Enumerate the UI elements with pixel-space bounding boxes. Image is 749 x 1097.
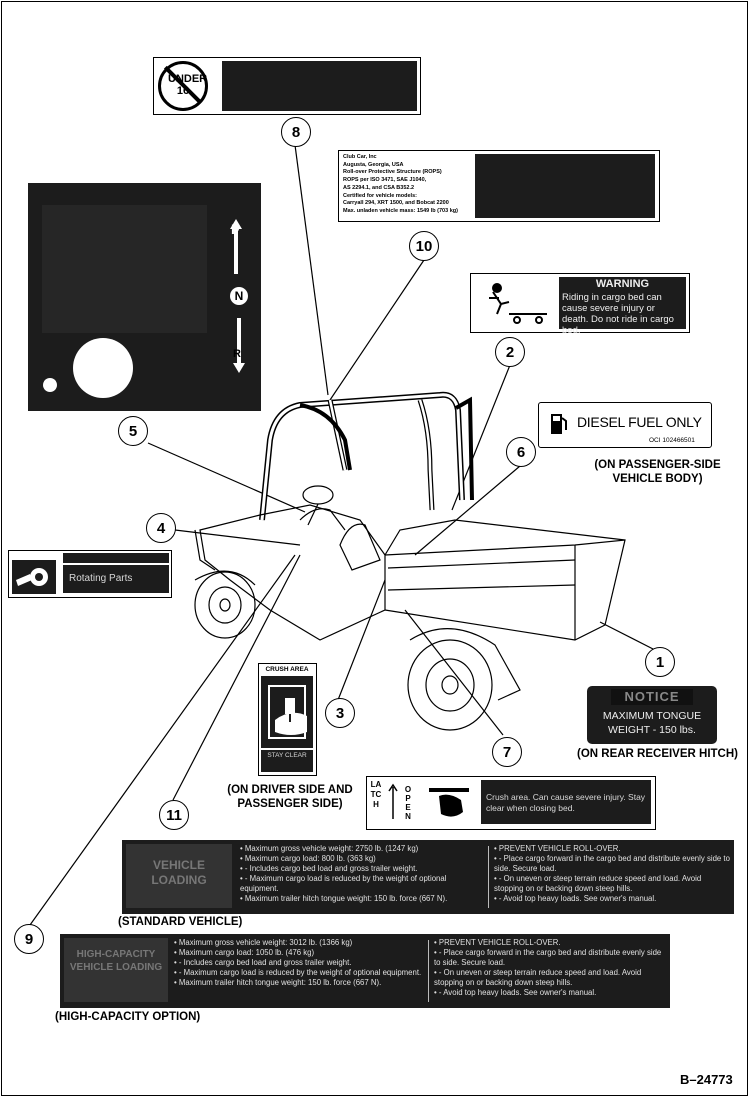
rotating-parts-text: Rotating Parts — [63, 565, 169, 593]
reverse-label: R — [233, 348, 241, 360]
rotating-parts-icon — [12, 560, 56, 594]
crush-area-footer: STAY CLEAR — [261, 750, 313, 762]
rollover-warning-text — [42, 205, 207, 333]
cargo-warning-heading: WARNING — [559, 277, 686, 291]
forward-arrow-icon — [229, 219, 243, 274]
high-capacity-rollover-list: PREVENT VEHICLE ROLL-OVER. - Place cargo… — [434, 938, 666, 998]
driver-passenger-caption: (ON DRIVER SIDE AND PASSENGER SIDE) — [227, 784, 353, 810]
reverse-arrow-icon — [232, 318, 246, 373]
fuel-pump-icon — [549, 412, 569, 436]
callout-11: 11 — [159, 800, 189, 830]
rotating-parts-decal: Rotating Parts — [8, 550, 172, 598]
standard-vehicle-caption: (STANDARD VEHICLE) — [118, 916, 243, 928]
high-capacity-loading-left-list: Maximum gross vehicle weight: 3012 lb. (… — [174, 938, 426, 988]
callout-1: 1 — [645, 647, 675, 677]
callout-10: 10 — [409, 231, 439, 261]
rollover-dash-panel-decal: F N R — [28, 183, 261, 411]
cargo-warning-text: Riding in cargo bed can cause severe inj… — [559, 291, 686, 336]
open-label: OPEN — [404, 785, 412, 821]
under-16-warning-text — [222, 61, 417, 111]
crush-area-code-strip — [261, 762, 313, 772]
high-capacity-loading-badge: HIGH-CAPACITY VEHICLE LOADING — [64, 938, 168, 1002]
rops-certification-decal: Club Car, Inc Augusta, Georgia, USA Roll… — [338, 150, 660, 222]
crush-area-heading: CRUSH AREA — [259, 664, 315, 675]
rider-falling-icon — [479, 280, 549, 326]
figure-id: B–24773 — [680, 1072, 733, 1087]
high-capacity-loading-decal: HIGH-CAPACITY VEHICLE LOADING Maximum gr… — [60, 934, 670, 1008]
standard-rollover-list: PREVENT VEHICLE ROLL-OVER. - Place cargo… — [494, 844, 730, 904]
standard-loading-left-list: Maximum gross vehicle weight: 2750 lb. (… — [240, 844, 486, 904]
callout-3: 3 — [325, 698, 355, 728]
callout-9: 9 — [14, 924, 44, 954]
callout-6: 6 — [506, 437, 536, 467]
neutral-label: N — [230, 287, 248, 305]
rear-hitch-caption: (ON REAR RECEIVER HITCH) — [576, 748, 738, 760]
standard-loading-decal: VEHICLE LOADING Maximum gross vehicle we… — [122, 840, 734, 914]
diesel-fuel-text: DIESEL FUEL ONLY — [577, 414, 702, 430]
latch-label: LATCH — [370, 780, 382, 809]
high-capacity-caption: (HIGH-CAPACITY OPTION) — [55, 1011, 201, 1023]
diesel-decal-code: OCI 102466501 — [649, 437, 695, 444]
passenger-side-caption: (ON PASSENGER-SIDE VEHICLE BODY) — [594, 459, 721, 485]
callout-4: 4 — [146, 513, 176, 543]
callout-2: 2 — [495, 337, 525, 367]
under-16-decal: UNDER 16 — [153, 57, 421, 115]
tongue-weight-text: MAXIMUM TONGUE WEIGHT - 150 lbs. — [602, 710, 702, 736]
callout-8: 8 — [281, 117, 311, 147]
rotating-parts-header — [63, 553, 169, 563]
standard-loading-badge: VEHICLE LOADING — [126, 844, 232, 908]
callout-7: 7 — [492, 737, 522, 767]
crush-area-decal: CRUSH AREA STAY CLEAR — [258, 663, 317, 776]
no-under-16-icon: UNDER 16 — [158, 61, 208, 111]
crush-hand-icon — [261, 676, 313, 748]
latch-crush-decal: LATCH OPEN Crush area. Can cause severe … — [366, 776, 656, 830]
rops-certification-text: Club Car, Inc Augusta, Georgia, USA Roll… — [343, 154, 458, 214]
tongue-notice-heading: NOTICE — [611, 689, 693, 705]
latch-crush-text: Crush area. Can cause severe injury. Sta… — [481, 790, 651, 824]
indicator-opening — [43, 378, 57, 392]
callout-5: 5 — [118, 416, 148, 446]
latch-header-strip — [481, 780, 651, 790]
hand-crush-icon — [427, 780, 477, 826]
latch-arrow-icon — [387, 783, 399, 823]
cargo-bed-warning-decal: WARNING Riding in cargo bed can cause se… — [470, 273, 690, 336]
rops-warning-text — [475, 154, 655, 218]
diesel-fuel-decal: DIESEL FUEL ONLY OCI 102466501 — [538, 402, 712, 448]
key-switch-opening — [73, 338, 133, 398]
tongue-weight-decal: NOTICE MAXIMUM TONGUE WEIGHT - 150 lbs. — [587, 686, 717, 744]
